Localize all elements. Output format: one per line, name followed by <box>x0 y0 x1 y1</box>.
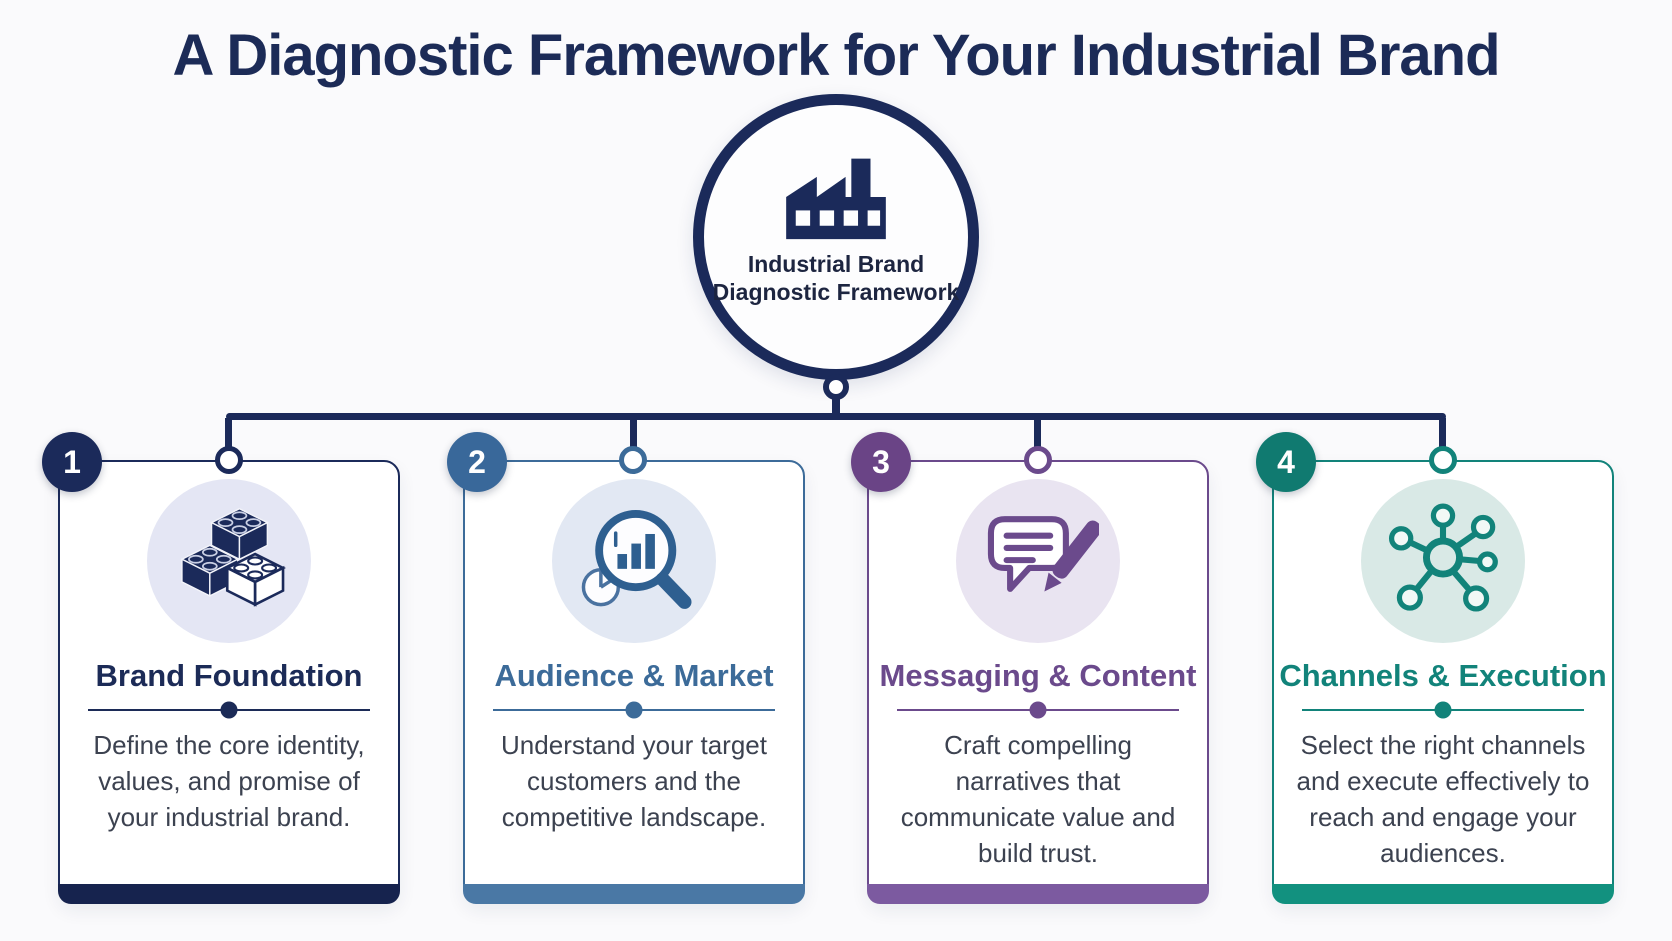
icon-circle-3 <box>956 479 1120 643</box>
connector-drop-3 <box>1034 418 1041 448</box>
card-title-2: Audience & Market <box>494 658 774 693</box>
speech-bubble-pen-icon <box>987 516 1099 592</box>
page-title: A Diagnostic Framework for Your Industri… <box>172 23 1500 88</box>
hub-connector-node <box>823 374 849 400</box>
network-hub-icon <box>1388 503 1498 612</box>
hub-label: Industrial Brand Diagnostic Framework <box>713 251 960 306</box>
step-number-badge-1: 1 <box>42 432 102 492</box>
card-connector-node-3 <box>1024 446 1052 474</box>
card-channels-execution: 4 <box>1256 432 1614 904</box>
card-bottom-bar-2 <box>462 883 805 904</box>
card-messaging-content: 3 Messaging & Content Craft compelling n… <box>851 432 1209 904</box>
card-bottom-bar-4 <box>1271 883 1614 904</box>
connector-drop-2 <box>630 418 637 448</box>
step-number-badge-4: 4 <box>1256 432 1316 492</box>
card-title-4: Channels & Execution <box>1279 658 1607 693</box>
icon-circle-1 <box>147 479 311 643</box>
card-bottom-bar-3 <box>866 883 1209 904</box>
connector-drop-1 <box>225 418 232 448</box>
card-description-3: Craft compelling narratives that communi… <box>900 730 1176 868</box>
divider-4 <box>1302 701 1584 719</box>
card-connector-node-4 <box>1429 446 1457 474</box>
card-description-1: Define the core identity, values, and pr… <box>93 730 365 832</box>
card-description-4: Select the right channels and execute ef… <box>1296 730 1590 868</box>
building-blocks-icon <box>180 507 286 607</box>
hub-label-line2: Diagnostic Framework <box>712 278 960 305</box>
divider-dot-1 <box>220 701 238 719</box>
factory-icon <box>786 158 886 240</box>
connector-drop-4 <box>1439 418 1446 448</box>
hub-label-line1: Industrial Brand <box>747 251 925 277</box>
card-title-1: Brand Foundation <box>95 658 363 693</box>
step-number-badge-3: 3 <box>851 432 911 492</box>
icon-circle-2 <box>552 479 716 643</box>
card-description-2: Understand your target customers and the… <box>501 730 767 832</box>
hub-circle: Industrial Brand Diagnostic Framework <box>693 94 979 380</box>
card-connector-node-1 <box>215 446 243 474</box>
magnifier-bar-chart-icon <box>581 510 692 609</box>
step-number-badge-2: 2 <box>447 432 507 492</box>
card-connector-node-2 <box>619 446 647 474</box>
divider-3 <box>897 701 1179 719</box>
divider-2 <box>493 701 775 719</box>
icon-circle-4 <box>1361 479 1525 643</box>
connector-trunk <box>226 413 1446 420</box>
divider-dot-4 <box>1434 701 1452 719</box>
card-title-3: Messaging & Content <box>879 658 1197 693</box>
card-brand-foundation: 1 <box>42 432 400 904</box>
card-bottom-bar-1 <box>57 883 400 904</box>
connector-stem <box>832 398 840 415</box>
divider-1 <box>88 701 370 719</box>
divider-dot-2 <box>625 701 643 719</box>
divider-dot-3 <box>1029 701 1047 719</box>
card-audience-market: 2 Audience & Market Understand your targ… <box>447 432 805 904</box>
